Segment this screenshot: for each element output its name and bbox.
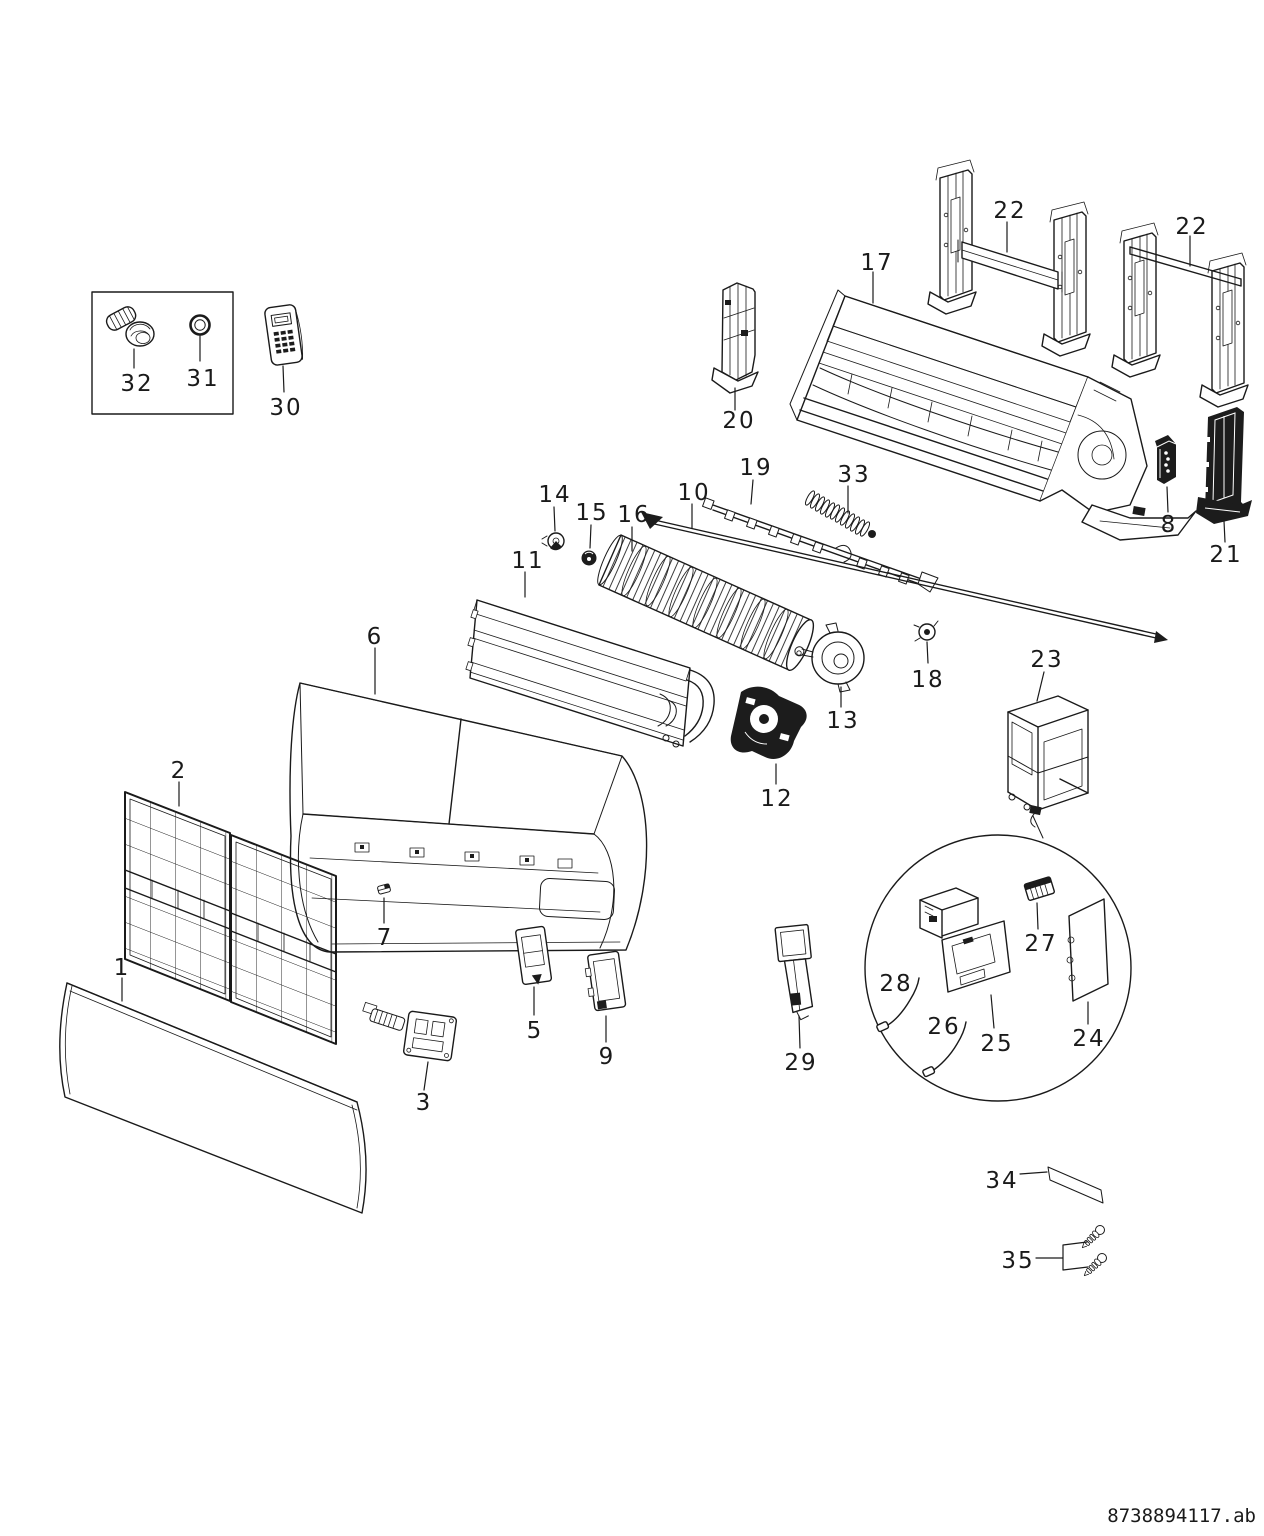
part-9-cover [584,950,627,1012]
leader-29 [798,1015,801,1049]
callout-25: 25 [980,1031,1013,1057]
callout-24: 24 [1072,1026,1105,1052]
part-7-clip [377,883,391,895]
part-14-bearing-clip [541,532,565,551]
callout-1: 1 [114,955,131,981]
part-26-sensor-wire [922,1021,967,1078]
callout-20: 20 [722,408,755,434]
part-13-fan-motor [796,622,865,693]
callout-9: 9 [599,1044,616,1070]
detail-circle [864,815,1132,1102]
part-32-drain-elbow [105,306,155,347]
callout-17: 17 [860,250,893,276]
callout-31: 31 [186,366,219,392]
callout-33: 33 [837,462,870,488]
callout-27: 27 [1024,931,1057,957]
part-22a-mounting-bracket [927,159,1091,357]
part-29-side-cover [774,923,814,1021]
callout-14: 14 [538,482,571,508]
part-34-sealing-strip [1047,1166,1104,1204]
part-17-rear-chassis-assembly [789,289,1197,541]
callout-35: 35 [1001,1248,1034,1274]
callout-12: 12 [760,786,793,812]
callout-21: 21 [1209,542,1242,568]
part-28-sensor-wire [876,977,920,1033]
leader-3 [423,1061,429,1091]
leader-23 [1036,671,1045,702]
leader-34 [1019,1171,1048,1175]
part-1-front-panel [59,982,367,1214]
leader-30 [282,365,285,393]
callout-30: 30 [269,395,302,421]
part-5-display-module [515,925,553,985]
leader-35 [1035,1241,1089,1271]
callout-19: 19 [739,455,772,481]
part-3-louver-motor [362,1001,458,1062]
leader-14 [553,506,556,532]
part-22b-mounting-bracket [1111,222,1249,408]
part-10-louver-rod [641,512,1168,643]
callout-labels: 1 2 3 5 6 7 8 9 10 11 12 13 14 15 16 17 … [114,198,1242,1274]
part-12-motor-mount [730,686,807,760]
part-11-heat-exchanger [465,599,715,748]
document-ref-number: 8738894117.ab [1107,1505,1256,1527]
part-24-cover-plate [1066,898,1109,1002]
callout-3: 3 [416,1090,433,1116]
part-6-chassis-grille [289,682,648,953]
callout-18: 18 [911,667,944,693]
leader-25 [990,994,995,1029]
part-25-control-board [919,887,1011,993]
leader-15 [589,524,592,549]
callout-28: 28 [879,971,912,997]
callout-26: 26 [927,1014,960,1040]
callout-6: 6 [367,624,384,650]
callout-2: 2 [171,758,188,784]
part-23-electrical-box [1007,695,1089,828]
leader-18 [926,641,929,664]
callout-13: 13 [826,708,859,734]
part-31-o-ring [189,314,211,336]
callout-34: 34 [985,1168,1018,1194]
leader-lines [121,221,1226,1271]
leader-27 [1036,902,1039,930]
callout-22b: 22 [1175,214,1208,240]
callout-8: 8 [1161,512,1178,538]
part-18-bearing-holder [913,620,939,642]
callout-23: 23 [1030,647,1063,673]
callout-10: 10 [677,480,710,506]
part-30-remote-control [264,304,304,366]
callout-32: 32 [120,371,153,397]
part-27-terminal-block [1023,876,1055,901]
leader-19 [750,479,754,505]
part-21-frame-bracket [1196,407,1252,524]
callout-15: 15 [575,500,608,526]
part-35-screws [1078,1223,1109,1280]
callout-29: 29 [784,1050,817,1076]
part-33-spring [804,490,876,538]
part-8-bracket [1155,435,1177,484]
callout-7: 7 [377,925,394,951]
leader-21 [1223,520,1226,543]
callout-16: 16 [617,502,650,528]
callout-22a: 22 [993,198,1026,224]
part-20-side-bracket [711,282,759,394]
leader-8 [1166,486,1169,513]
accessory-kit-box [91,291,234,415]
part-15-grommet [581,550,597,566]
callout-11: 11 [511,548,544,574]
callout-5: 5 [527,1018,544,1044]
